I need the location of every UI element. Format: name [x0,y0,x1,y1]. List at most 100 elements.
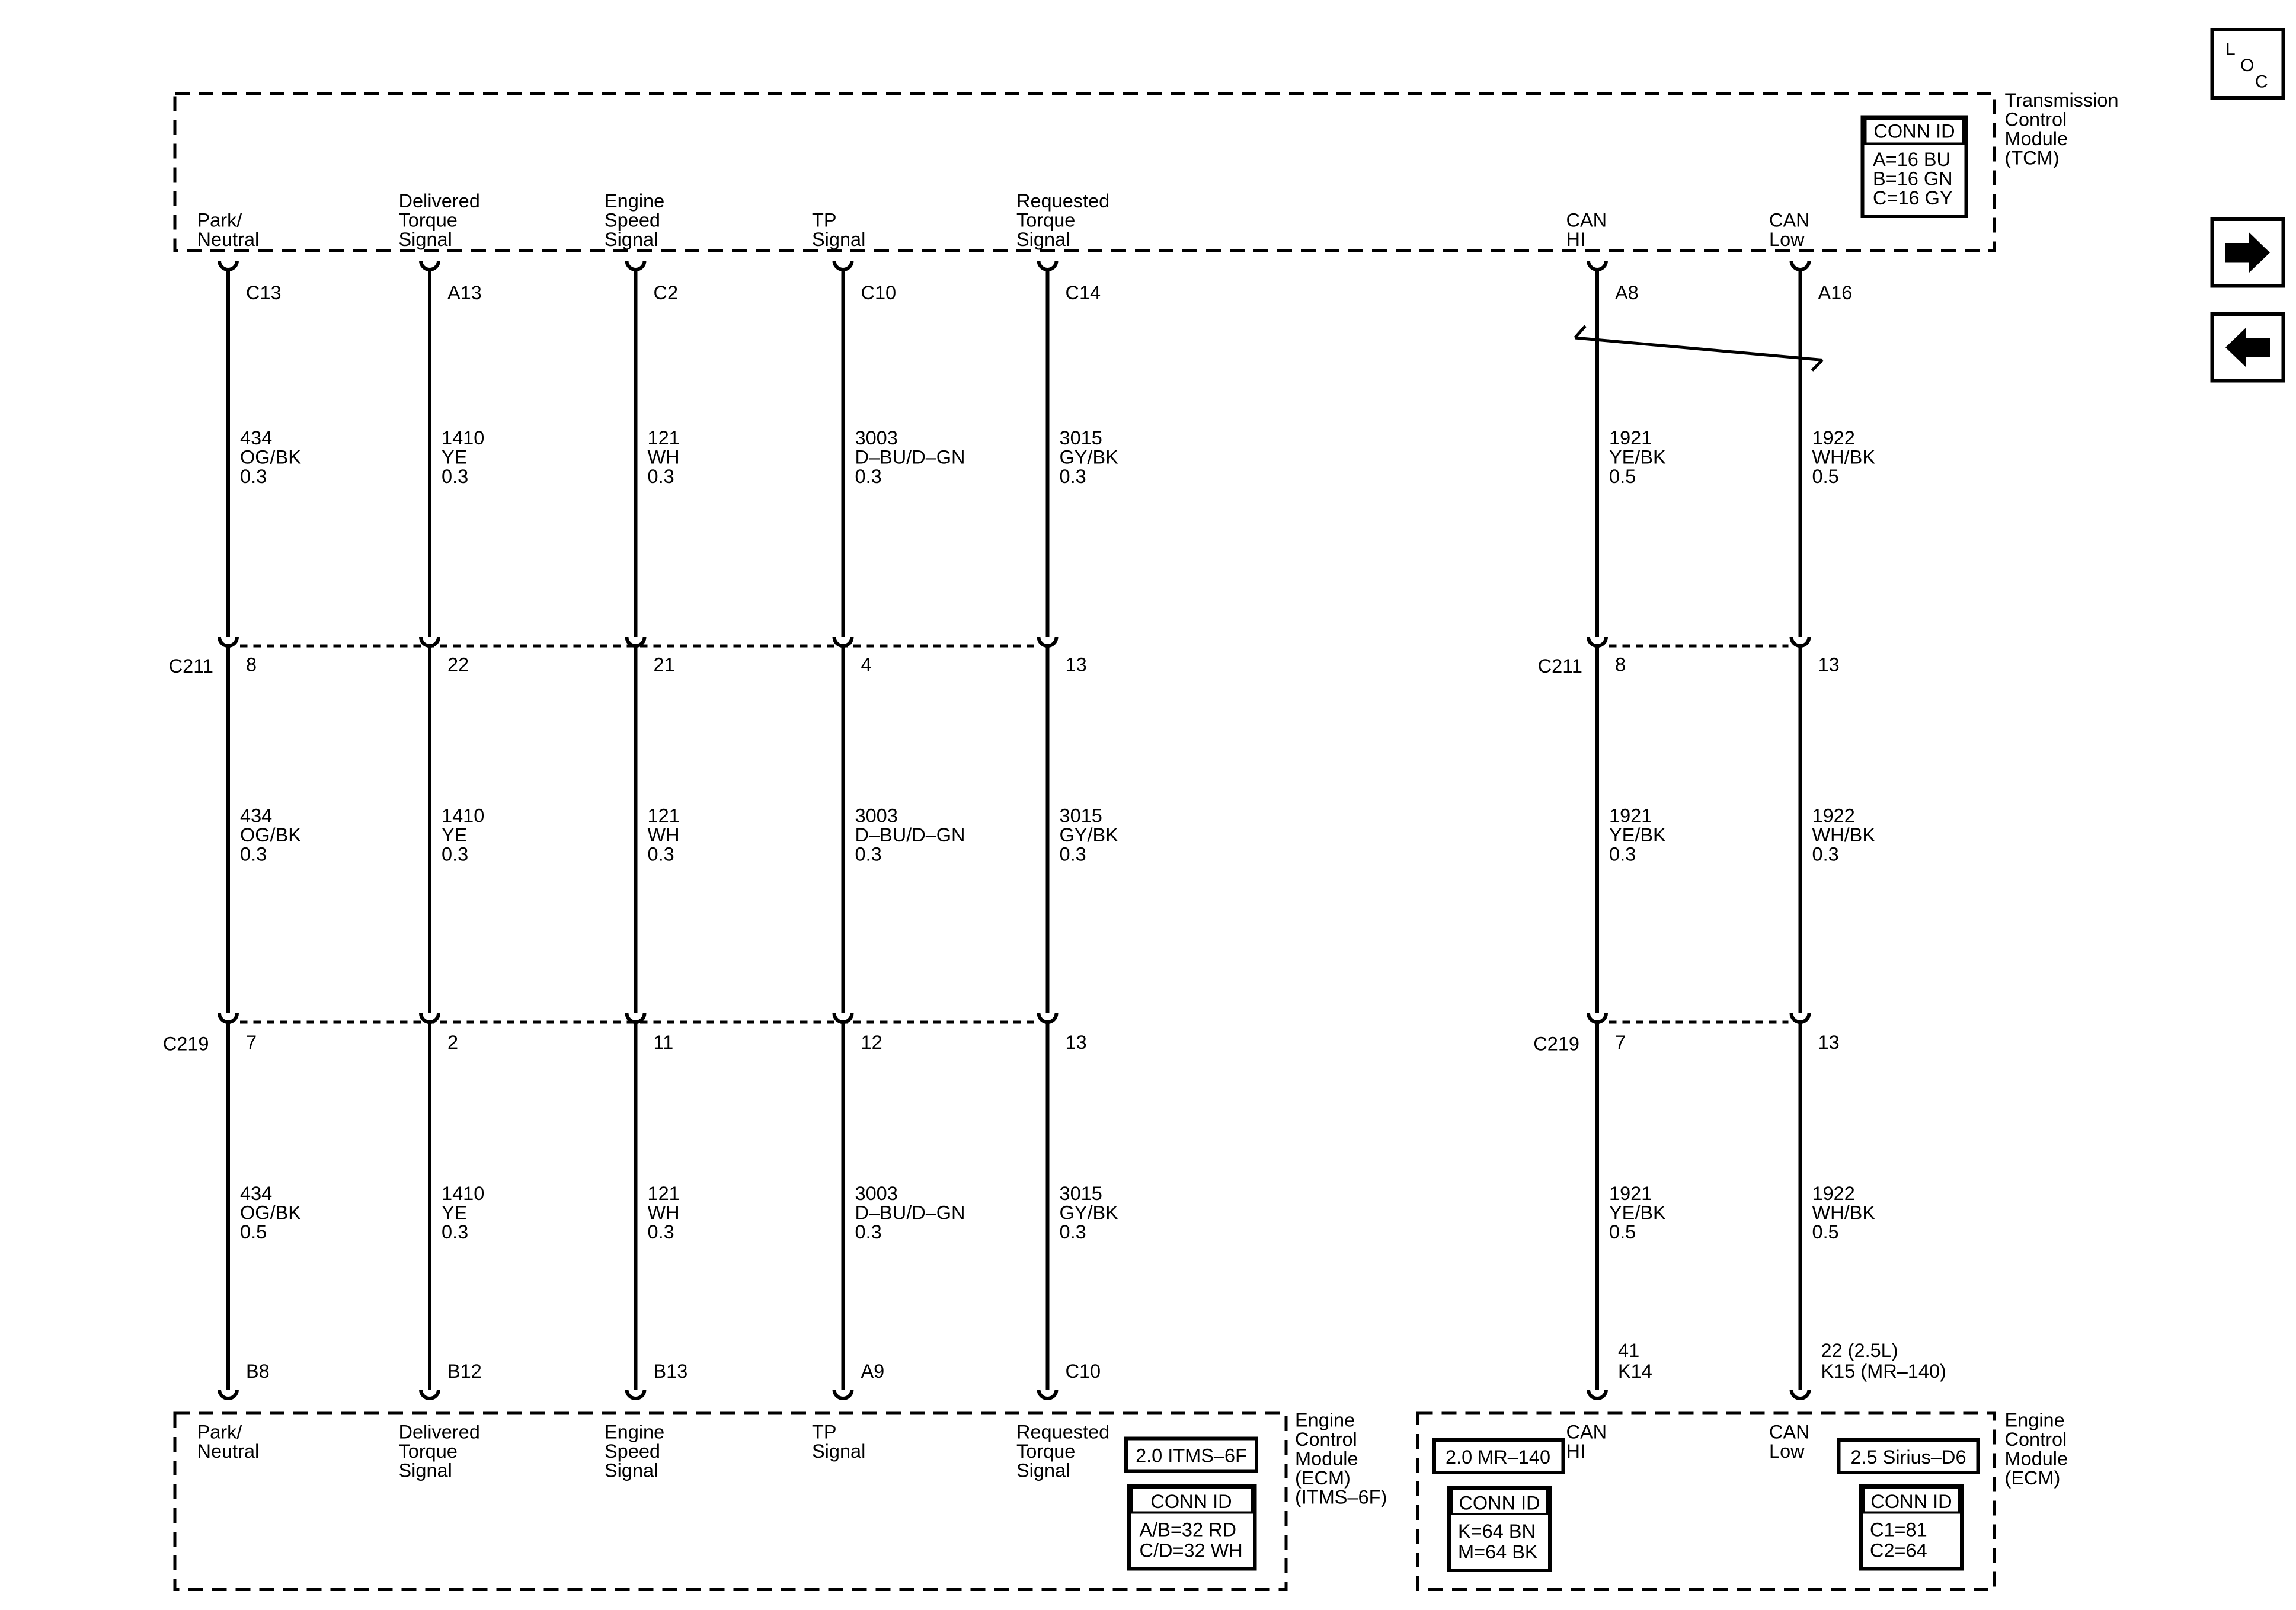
ecm-mr140-conn-id-box [1447,1486,1552,1572]
wire-label: 1921 [1609,427,1652,449]
loc-button[interactable]: LOC [2210,28,2285,100]
tcm-conn-id-title: CONN ID [1873,121,1955,142]
wire-label: 3015 [1060,1183,1102,1204]
ecm-signal-label: TP [812,1422,837,1443]
wire-label: 0.5 [1609,1221,1636,1243]
ecm-itms-module-name: Control [1295,1429,1357,1450]
wire-label: 121 [648,1183,680,1204]
loc-letter: C [2255,72,2268,92]
ecm-sirius-conn-id-title-box [1863,1486,1960,1514]
arrow-right-icon [2225,232,2270,273]
terminal-cup [625,1013,647,1024]
tcm-signal-label: HI [1566,229,1586,250]
terminal-cup [1587,636,1608,648]
wire-label: 3015 [1060,427,1102,449]
terminal-cup [1587,1013,1608,1024]
ecm-sirius-variant: 2.5 Sirius–D6 [1850,1446,1966,1468]
ecm-signal-label: CAN [1566,1422,1607,1443]
ecm-signal-label: Signal [399,1460,452,1481]
wire-label: 0.3 [855,466,882,487]
wire-label: 1922 [1812,1183,1855,1204]
back-button[interactable] [2210,312,2285,383]
c219-pin-label: 13 [1818,1032,1840,1053]
wire-label: GY/BK [1060,447,1119,468]
ecm-mr140-conn-id-line: M=64 BK [1458,1541,1538,1563]
wire-label: 1410 [442,427,484,449]
ecm-signal-label: Signal [605,1460,658,1481]
ecm-signal-label: Signal [812,1441,865,1462]
tcm-signal-label: Torque [1016,210,1075,231]
wire-label: 0.3 [1060,466,1086,487]
ecm-pin-label: B13 [654,1361,688,1382]
wire-label: 121 [648,427,680,449]
terminal-cup [218,260,239,271]
c219-pin-label: 7 [1615,1032,1626,1053]
terminal-cup [419,260,440,271]
tcm-signal-label: Signal [399,229,452,250]
tcm-module-name: Transmission [2005,89,2119,111]
wire-label: 3003 [855,427,898,449]
tcm-signal-label: CAN [1566,210,1607,231]
tcm-signal-label: Park/ [197,210,243,231]
tcm-signal-label: Signal [605,229,658,250]
twisted-pair-mark [1811,359,1824,372]
terminal-cup [1789,260,1811,271]
ecm-itms-conn-id-box [1127,1484,1257,1571]
wire-label: 0.3 [1060,844,1086,865]
ecm-signal-label: CAN [1769,1422,1810,1443]
ecm-signal-label: Requested [1016,1422,1109,1443]
wire-label: 1921 [1609,805,1652,827]
ecm-signal-label: Torque [1016,1441,1075,1462]
wire-label: 0.3 [1812,844,1839,865]
c211-pin-label: 13 [1066,654,1087,676]
wire-label: 0.3 [442,466,468,487]
c219-pin-label: 12 [861,1032,882,1053]
wire-label: 1410 [442,1183,484,1204]
tcm-signal-label: Delivered [399,190,480,212]
ecm-sirius-conn-id-line: C1=81 [1870,1519,1927,1541]
ecm-sirius-conn-id-title: CONN ID [1870,1491,1952,1512]
tcm-conn-id-box [1860,115,1968,218]
tcm-pin-label: A16 [1818,282,1853,303]
wire-label: 434 [240,1183,272,1204]
ecm-mr140-module-name: Module [2005,1448,2068,1470]
c219-pin-label: 11 [654,1032,674,1053]
tcm-signal-label: CAN [1769,210,1810,231]
ecm-mr140-conn-id-title-box [1451,1487,1548,1515]
tcm-pin-label: C2 [654,282,679,303]
ecm-itms-conn-id-title: CONN ID [1150,1491,1232,1512]
tcm-signal-label: Neutral [197,229,260,250]
loc-letter: O [2240,56,2254,75]
c219-pin-label: 2 [447,1032,458,1053]
terminal-cup [1037,636,1059,648]
tcm-signal-label: Speed [605,210,660,231]
ecm-signal-label: Torque [399,1441,458,1462]
forward-button[interactable] [2210,217,2285,288]
wire-label: YE [442,447,467,468]
wire-label: YE/BK [1609,447,1666,468]
ecm-itms-conn-id-line: C/D=32 WH [1140,1540,1243,1561]
ecm-mr140-variant: 2.0 MR–140 [1446,1446,1550,1468]
wire-label: 1922 [1812,427,1855,449]
wire-label: 0.3 [855,1221,882,1243]
wire-label: WH [648,1202,680,1224]
terminal-cup [419,1389,440,1400]
ecm-itms-variant-box [1124,1436,1258,1473]
ecm-signal-label: Park/ [197,1422,243,1443]
wire-label: 0.3 [648,844,674,865]
twisted-pair-mark [1575,336,1823,361]
ecm-mr140-variant-box [1432,1438,1565,1474]
ecm-sirius-variant-box [1837,1438,1980,1474]
terminal-cup [1587,1389,1608,1400]
tcm-conn-id-line: C=16 GY [1873,187,1953,209]
wire-label: YE [442,1202,467,1224]
twisted-pair-mark [1574,325,1587,339]
ecm-pin-label: 41 [1618,1340,1639,1361]
ecm-pin-label: A9 [861,1361,885,1382]
loc-button-frame [2210,28,2285,100]
wire-label: 0.3 [1609,844,1636,865]
wire-label: 0.3 [442,1221,468,1243]
ecm-mr140-conn-id-line: K=64 BN [1458,1521,1536,1542]
c219-pin-label: 7 [246,1032,257,1053]
